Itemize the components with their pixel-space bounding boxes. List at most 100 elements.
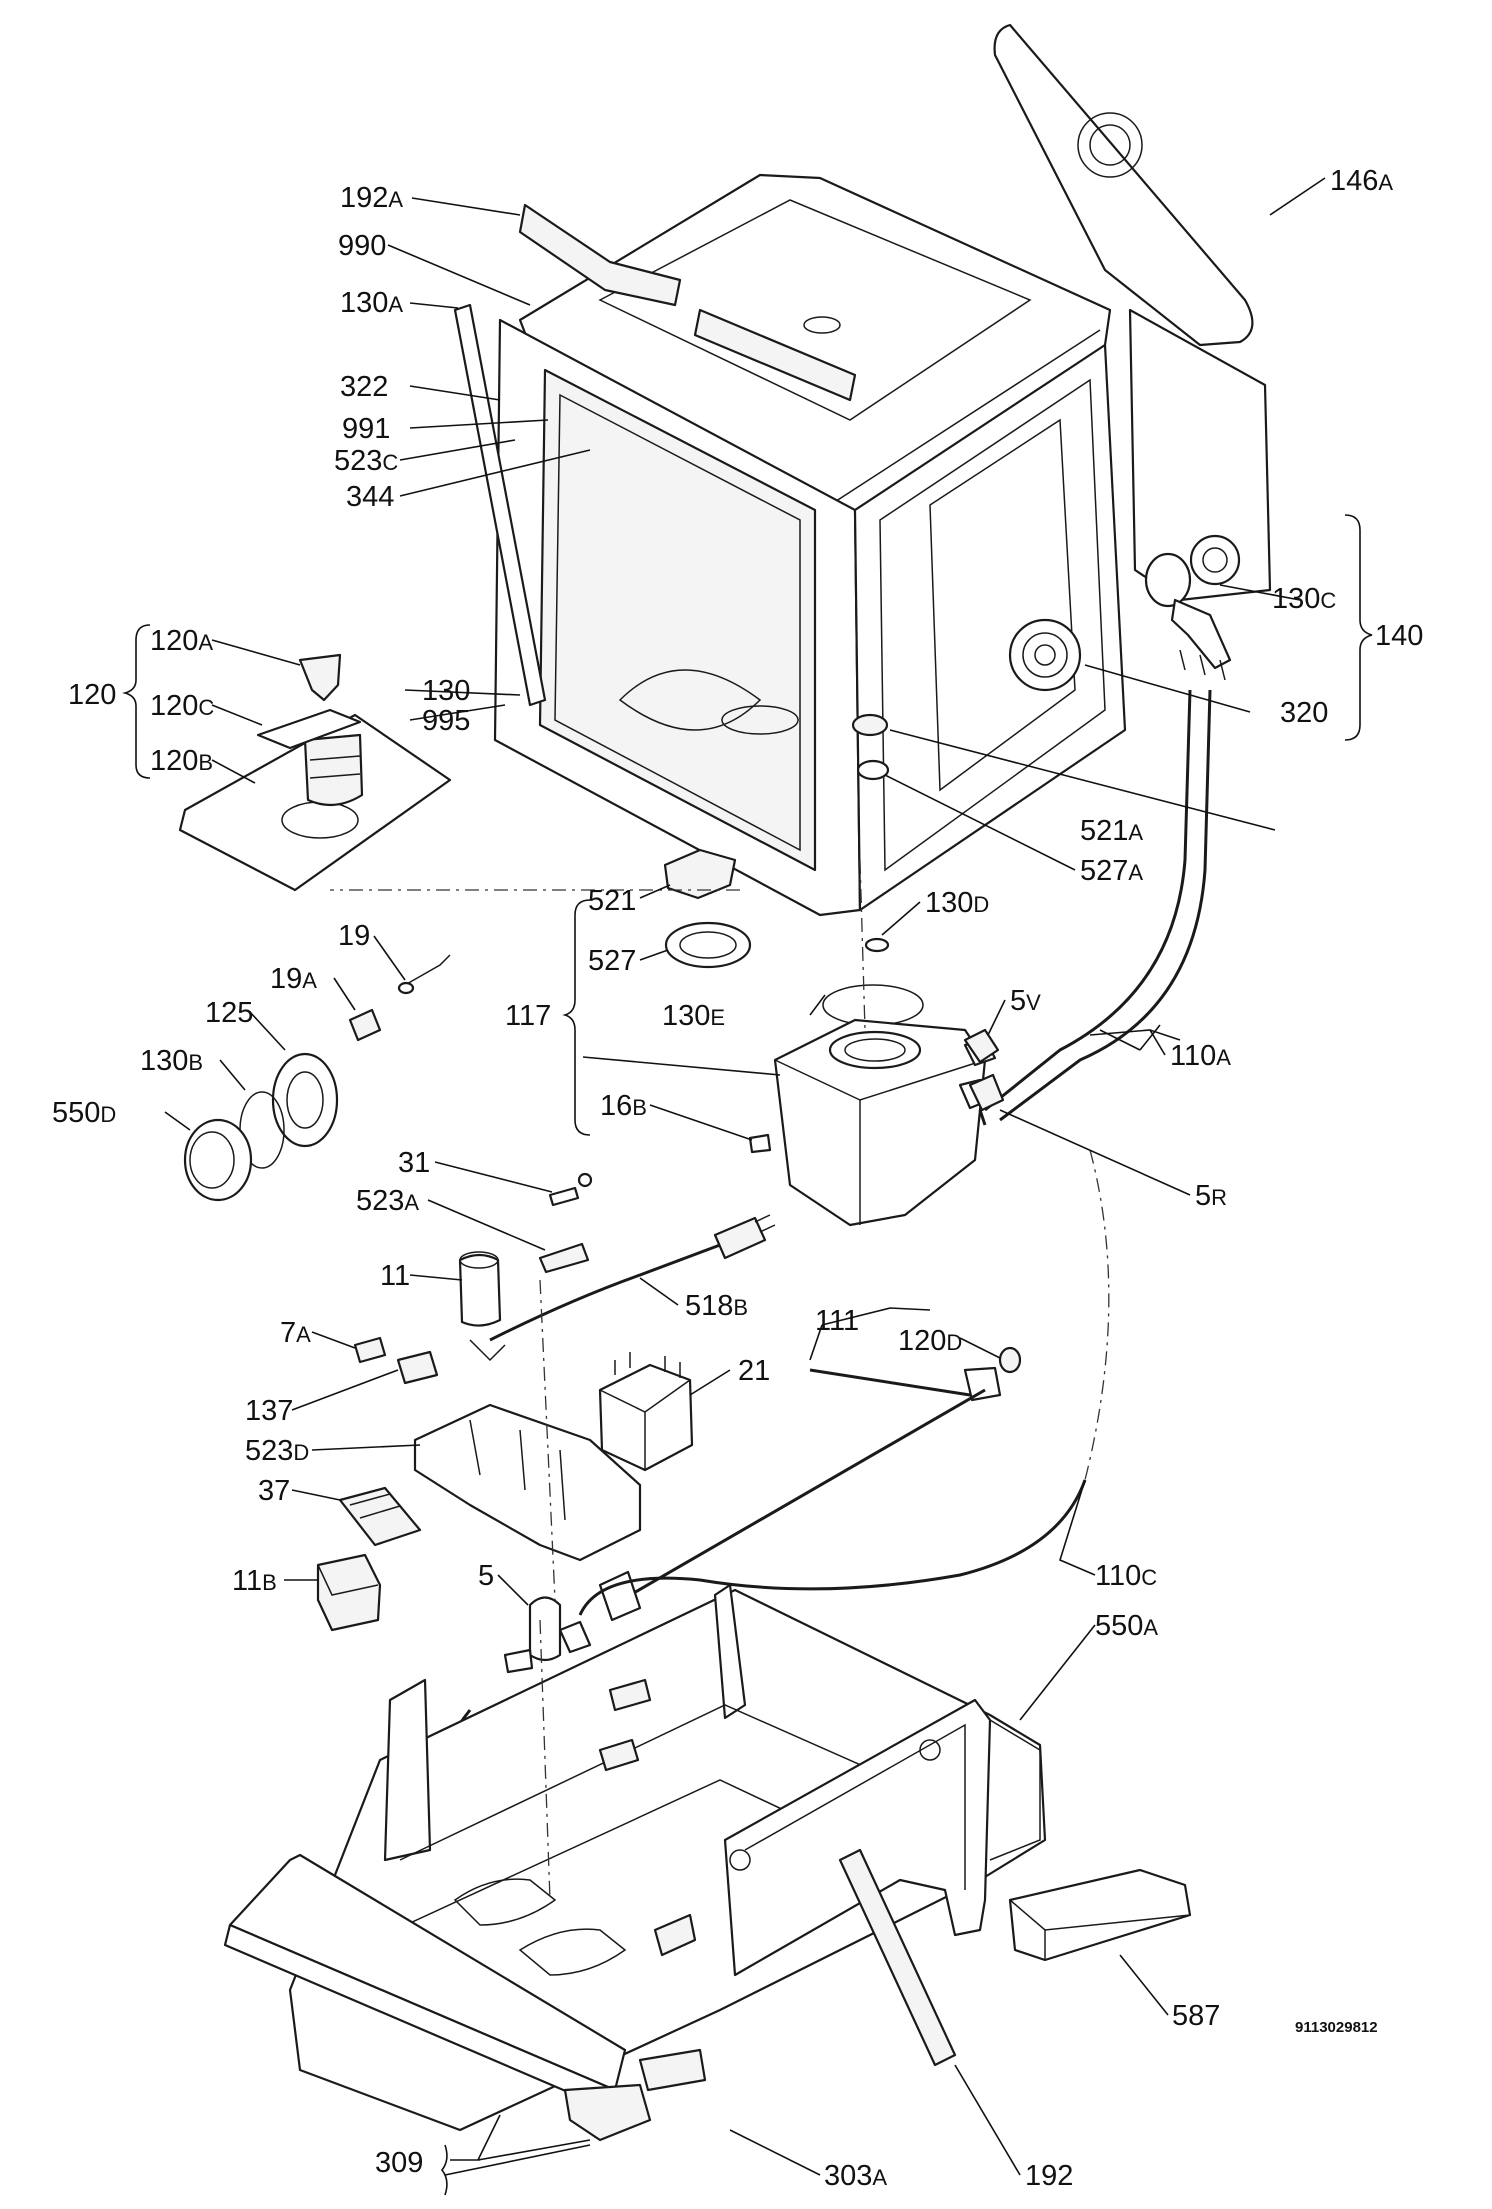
capacitor-11	[458, 1253, 502, 1327]
label-number: 7	[280, 1317, 296, 1349]
label-suffix: B	[188, 1050, 203, 1075]
label-suffix: B	[632, 1095, 647, 1120]
label-suffix: A	[296, 1322, 311, 1347]
label-suffix: A	[388, 187, 403, 212]
foam-strip-192	[838, 1848, 957, 2067]
label-suffix: E	[710, 1005, 725, 1030]
label-number: 120	[150, 690, 198, 722]
label-number: 117	[505, 1000, 551, 1032]
label-120a: 120A	[150, 625, 213, 657]
label-number: 192	[340, 182, 388, 214]
label-137: 137	[245, 1395, 293, 1427]
label-7a: 7A	[280, 1317, 311, 1349]
label-550a: 550A	[1095, 1610, 1158, 1642]
label-192: 192	[1025, 2160, 1073, 2192]
label-521: 521	[588, 885, 636, 917]
label-130d: 130D	[925, 887, 989, 919]
label-130a: 130A	[340, 287, 403, 319]
label-146a: 146A	[1330, 165, 1393, 197]
label-suffix: A	[302, 968, 317, 993]
label-number: 111	[815, 1305, 859, 1337]
label-suffix: C	[198, 695, 214, 720]
label-527a: 527A	[1080, 855, 1143, 887]
knob-550d	[183, 1118, 253, 1202]
salt-container-117	[773, 1018, 987, 1227]
label-number: 130	[1272, 583, 1320, 615]
label-19: 19	[338, 920, 370, 952]
label-number: 19	[338, 920, 370, 952]
label-number: 991	[342, 413, 390, 445]
label-990: 990	[338, 230, 386, 262]
drain-hose-110c	[578, 1479, 1087, 1616]
label-number: 5	[1010, 985, 1026, 1017]
label-110a: 110A	[1170, 1040, 1231, 1072]
label-527: 527	[588, 945, 636, 977]
label-number: 110	[1170, 1040, 1216, 1072]
label-5r: 5R	[1195, 1180, 1227, 1212]
salt-cap-521	[663, 848, 737, 900]
label-303a: 303A	[824, 2160, 887, 2192]
leader-lines	[164, 177, 1326, 2176]
label-suffix: D	[100, 1102, 116, 1127]
label-number: 11	[232, 1565, 262, 1597]
label-suffix: D	[973, 892, 989, 917]
label-21: 21	[738, 1355, 770, 1387]
brackets	[121, 514, 1373, 2196]
label-number: 995	[422, 705, 470, 737]
label-number: 140	[1375, 620, 1423, 652]
label-suffix: A	[1128, 820, 1143, 845]
label-number: 137	[245, 1395, 293, 1427]
label-number: 587	[1172, 2000, 1220, 2032]
label-suffix: V	[1026, 990, 1041, 1015]
label-number: 303	[824, 2160, 872, 2192]
label-number: 120	[68, 679, 116, 711]
labels: 192A 990 130A 322 991 523C 344 120A 120 …	[52, 165, 1423, 2192]
label-number: 11	[380, 1260, 410, 1292]
label-suffix: R	[1211, 1185, 1227, 1210]
relay-11b	[316, 1553, 382, 1632]
label-number: 527	[588, 945, 636, 977]
label-11: 11	[380, 1260, 410, 1292]
label-number: 120	[150, 745, 198, 777]
label-130e: 130E	[662, 1000, 725, 1032]
heater-rod-111	[809, 1368, 987, 1397]
label-number: 550	[1095, 1610, 1143, 1642]
label-number: 110	[1095, 1560, 1141, 1592]
label-number: 192	[1025, 2160, 1073, 2192]
label-suffix: A	[1143, 1615, 1158, 1640]
label-521a: 521A	[1080, 815, 1143, 847]
label-number: 120	[898, 1325, 946, 1357]
label-number: 320	[1280, 697, 1328, 729]
door-seal-130a	[453, 303, 547, 707]
label-number: 130	[925, 887, 973, 919]
label-130: 130	[422, 675, 470, 707]
label-523a: 523A	[356, 1185, 419, 1217]
label-37: 37	[258, 1475, 290, 1507]
parts-drawing	[178, 23, 1272, 2142]
label-130b: 130B	[140, 1045, 203, 1077]
label-140: 140	[1375, 620, 1423, 652]
label-111: 111	[815, 1305, 859, 1337]
drawing-code: 9113029812	[1295, 2019, 1378, 2036]
label-number: 31	[398, 1147, 430, 1179]
label-587: 587	[1172, 2000, 1220, 2032]
foam-strip-192a	[518, 203, 682, 307]
label-125: 125	[205, 997, 253, 1029]
label-suffix: C	[1320, 588, 1336, 613]
label-number: 518	[685, 1290, 733, 1322]
label-120c: 120C	[150, 690, 214, 722]
label-suffix: B	[733, 1295, 748, 1320]
label-number: 21	[738, 1355, 770, 1387]
filter-cap-120a	[298, 653, 342, 702]
label-number: 125	[205, 997, 253, 1029]
label-number: 146	[1330, 165, 1378, 197]
label-16b: 16B	[600, 1090, 647, 1122]
label-120b: 120B	[150, 745, 213, 777]
tub-right-side	[853, 343, 1127, 912]
label-309: 309	[375, 2147, 423, 2179]
label-number: 130	[662, 1000, 710, 1032]
transformer-21	[598, 1363, 694, 1472]
control-box-523d	[413, 1403, 642, 1562]
label-suffix: C	[382, 450, 398, 475]
